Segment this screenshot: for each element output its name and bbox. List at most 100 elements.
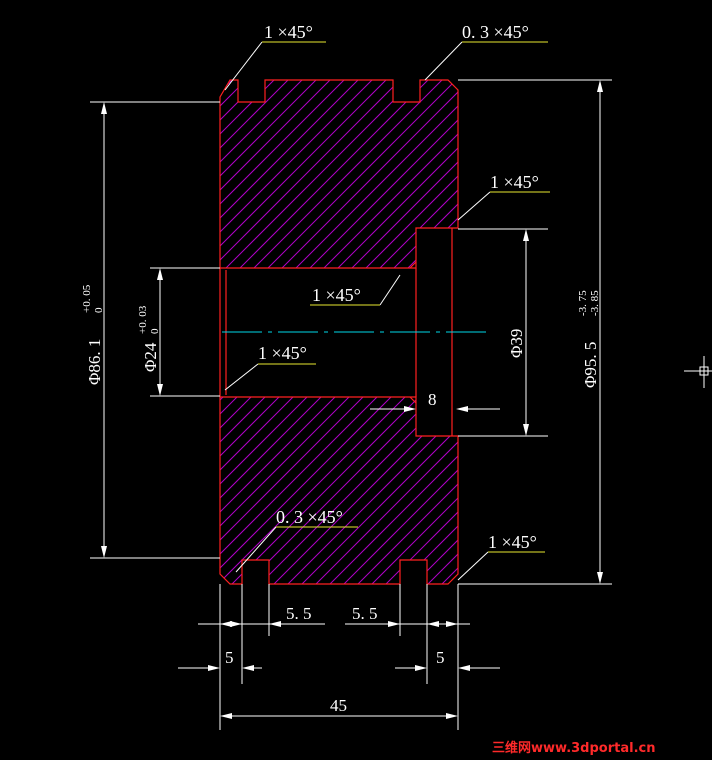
hatch-line: [220, 80, 421, 584]
hatch-line: [220, 80, 435, 584]
hatch-line: [411, 80, 458, 584]
hatch-line: [566, 60, 712, 600]
dim-groove-width-right: 5. 5: [352, 604, 378, 623]
arrowheads: [101, 80, 603, 719]
dim-outer-left-tol-lower: 0: [93, 307, 105, 313]
hatch-line: [524, 60, 712, 600]
dim-groove-offset-right: 5: [436, 648, 445, 667]
hatch-line: [220, 80, 351, 584]
hatch-line: [692, 60, 712, 600]
hatch-line: [552, 60, 712, 600]
hatch-line: [496, 60, 712, 600]
hatch-line: [220, 80, 458, 584]
hatch-line: [220, 80, 458, 584]
bore-bottom-chamfer: [409, 396, 417, 404]
hatch-line: [678, 60, 712, 600]
hatch-line: [299, 80, 458, 584]
hatch-line: [220, 80, 449, 584]
dim-outer-right-diameter: Φ95. 5 -3. 75 -3. 85: [577, 290, 601, 388]
hatch-line: [220, 80, 458, 584]
watermark: 三维网www.3dportal.cn: [492, 740, 655, 756]
hatch-line: [0, 60, 196, 600]
hatch-line: [220, 80, 323, 584]
chamfer-bottom-left-label: 0. 3 ×45°: [276, 507, 343, 527]
hatch-line: [650, 60, 712, 600]
hatch-line: [220, 80, 458, 584]
hatch-line: [220, 80, 407, 584]
chamfer-bore-upper-label: 1 ×45°: [312, 285, 361, 305]
bore-top-chamfer: [409, 261, 417, 269]
dim-counterbore-depth: 8: [428, 390, 437, 409]
dim-bore-base: Φ24: [141, 342, 160, 372]
hatch-line: [538, 60, 712, 600]
hatch-line: [0, 60, 140, 600]
hatch-line: [220, 80, 458, 584]
hatch-line: [285, 80, 458, 584]
dim-bore-tol-lower: 0: [149, 328, 161, 334]
dim-counterbore-label: Φ39: [507, 329, 526, 358]
hatch-line: [425, 80, 458, 584]
chamfer-bottom-right-label: 1 ×45°: [488, 532, 537, 552]
hatch-line: [594, 60, 712, 600]
hatch-line: [636, 60, 712, 600]
chamfer-bore-lower-label: 1 ×45°: [258, 343, 307, 363]
hatch-line: [229, 80, 458, 584]
leader-underlines: [258, 41, 550, 553]
hatch-line: [220, 80, 458, 584]
hatch-line: [383, 80, 458, 584]
section-hatching: [0, 60, 712, 600]
dim-outer-left-tol-upper: +0. 05: [81, 284, 93, 313]
hatch-line: [220, 80, 379, 584]
dim-outer-right-tol-lower: -3. 85: [589, 290, 601, 316]
hatch-line: [243, 80, 458, 584]
hatch-line: [313, 80, 458, 584]
hatch-line: [220, 80, 458, 584]
hatch-line: [397, 80, 458, 584]
hatch-line: [271, 80, 458, 584]
dim-groove-offset-left: 5: [225, 648, 234, 667]
hatch-line: [453, 80, 458, 584]
hatch-line: [0, 60, 210, 600]
hatch-line: [0, 60, 154, 600]
hatch-line: [220, 80, 225, 584]
hatch-line: [608, 60, 712, 600]
dimension-lines: [90, 41, 612, 730]
hatch-line: [220, 80, 365, 584]
chamfer-top-right-label: 0. 3 ×45°: [462, 22, 529, 42]
dim-outer-right-tol-upper: -3. 75: [577, 290, 589, 316]
hatch-line: [510, 60, 712, 600]
hatch-line: [468, 60, 712, 600]
hatch-line: [341, 80, 458, 584]
hatch-line: [706, 60, 712, 600]
upper-section-outline: [219, 79, 459, 269]
dim-bore-diameter: Φ24 +0. 03 0: [137, 305, 161, 372]
hatch-line: [327, 80, 458, 584]
dim-counterbore-diameter: Φ39: [507, 329, 526, 358]
dim-bore-tol-upper: +0. 03: [137, 305, 149, 334]
hatch-line: [220, 80, 458, 584]
hatch-line: [220, 80, 239, 584]
hatch-line: [220, 80, 458, 584]
hatch-line: [220, 80, 337, 584]
dim-groove-width-left: 5. 5: [286, 604, 312, 623]
dim-overall-width: 45: [330, 696, 347, 715]
crosshair-cursor-icon: [684, 356, 712, 388]
dim-outer-left-base: Φ86. 1: [85, 339, 104, 385]
chamfer-top-left-label: 1 ×45°: [264, 22, 313, 42]
hatch-line: [220, 80, 253, 584]
hatch-line: [622, 60, 712, 600]
hatch-line: [439, 80, 458, 584]
hatch-line: [257, 80, 458, 584]
hatch-line: [220, 80, 393, 584]
hatch-line: [220, 80, 458, 584]
hatch-line: [220, 80, 458, 584]
hatch-line: [220, 80, 458, 584]
hatch-line: [369, 80, 458, 584]
dim-outer-right-base: Φ95. 5: [581, 342, 600, 388]
chamfer-right-mid-label: 1 ×45°: [490, 172, 539, 192]
dim-outer-left-diameter: Φ86. 1 +0. 05 0: [81, 284, 105, 385]
hatch-line: [355, 80, 458, 584]
lower-section-outline: [219, 396, 459, 585]
hatch-line: [664, 60, 712, 600]
